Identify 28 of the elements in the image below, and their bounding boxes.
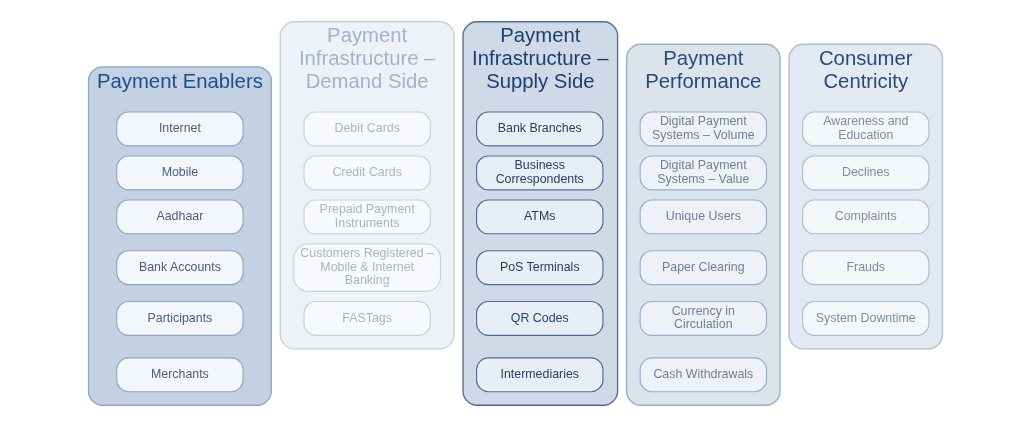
node-box: Business Correspondents xyxy=(475,155,603,191)
node-box: Digital Payment Systems – Volume xyxy=(639,111,767,147)
node-box: QR Codes xyxy=(475,300,603,336)
node-box: Internet xyxy=(115,111,244,147)
node-box: Debit Cards xyxy=(302,111,431,147)
node-box: Cash Withdrawals xyxy=(639,357,767,393)
node-box: System Downtime xyxy=(801,300,929,336)
node-box: Paper Clearing xyxy=(639,250,767,286)
node-box: Aadhaar xyxy=(115,199,244,235)
node-box: PoS Terminals xyxy=(475,250,603,286)
node-box: Merchants xyxy=(115,357,244,393)
node-box: Bank Branches xyxy=(475,111,603,147)
node-box: ATMs xyxy=(475,199,603,235)
node-box: Unique Users xyxy=(639,199,767,235)
node-box: Mobile xyxy=(115,155,244,191)
node-box: Currency in Circulation xyxy=(639,300,767,336)
node-box: Digital Payment Systems – Value xyxy=(639,155,767,191)
node-box: Customers Registered – Mobile & Internet Banking xyxy=(292,243,441,292)
node-box: Prepaid Payment Instruments xyxy=(302,199,431,235)
node-box: Bank Accounts xyxy=(115,250,244,286)
node-box: Participants xyxy=(115,300,244,336)
node-box: Frauds xyxy=(801,250,929,286)
node-box: Awareness and Education xyxy=(801,111,929,147)
node-box: Intermediaries xyxy=(475,357,603,393)
node-box: FASTags xyxy=(302,300,431,336)
node-box: Credit Cards xyxy=(302,155,431,191)
node-box: Declines xyxy=(801,155,929,191)
node-box: Complaints xyxy=(801,199,929,235)
